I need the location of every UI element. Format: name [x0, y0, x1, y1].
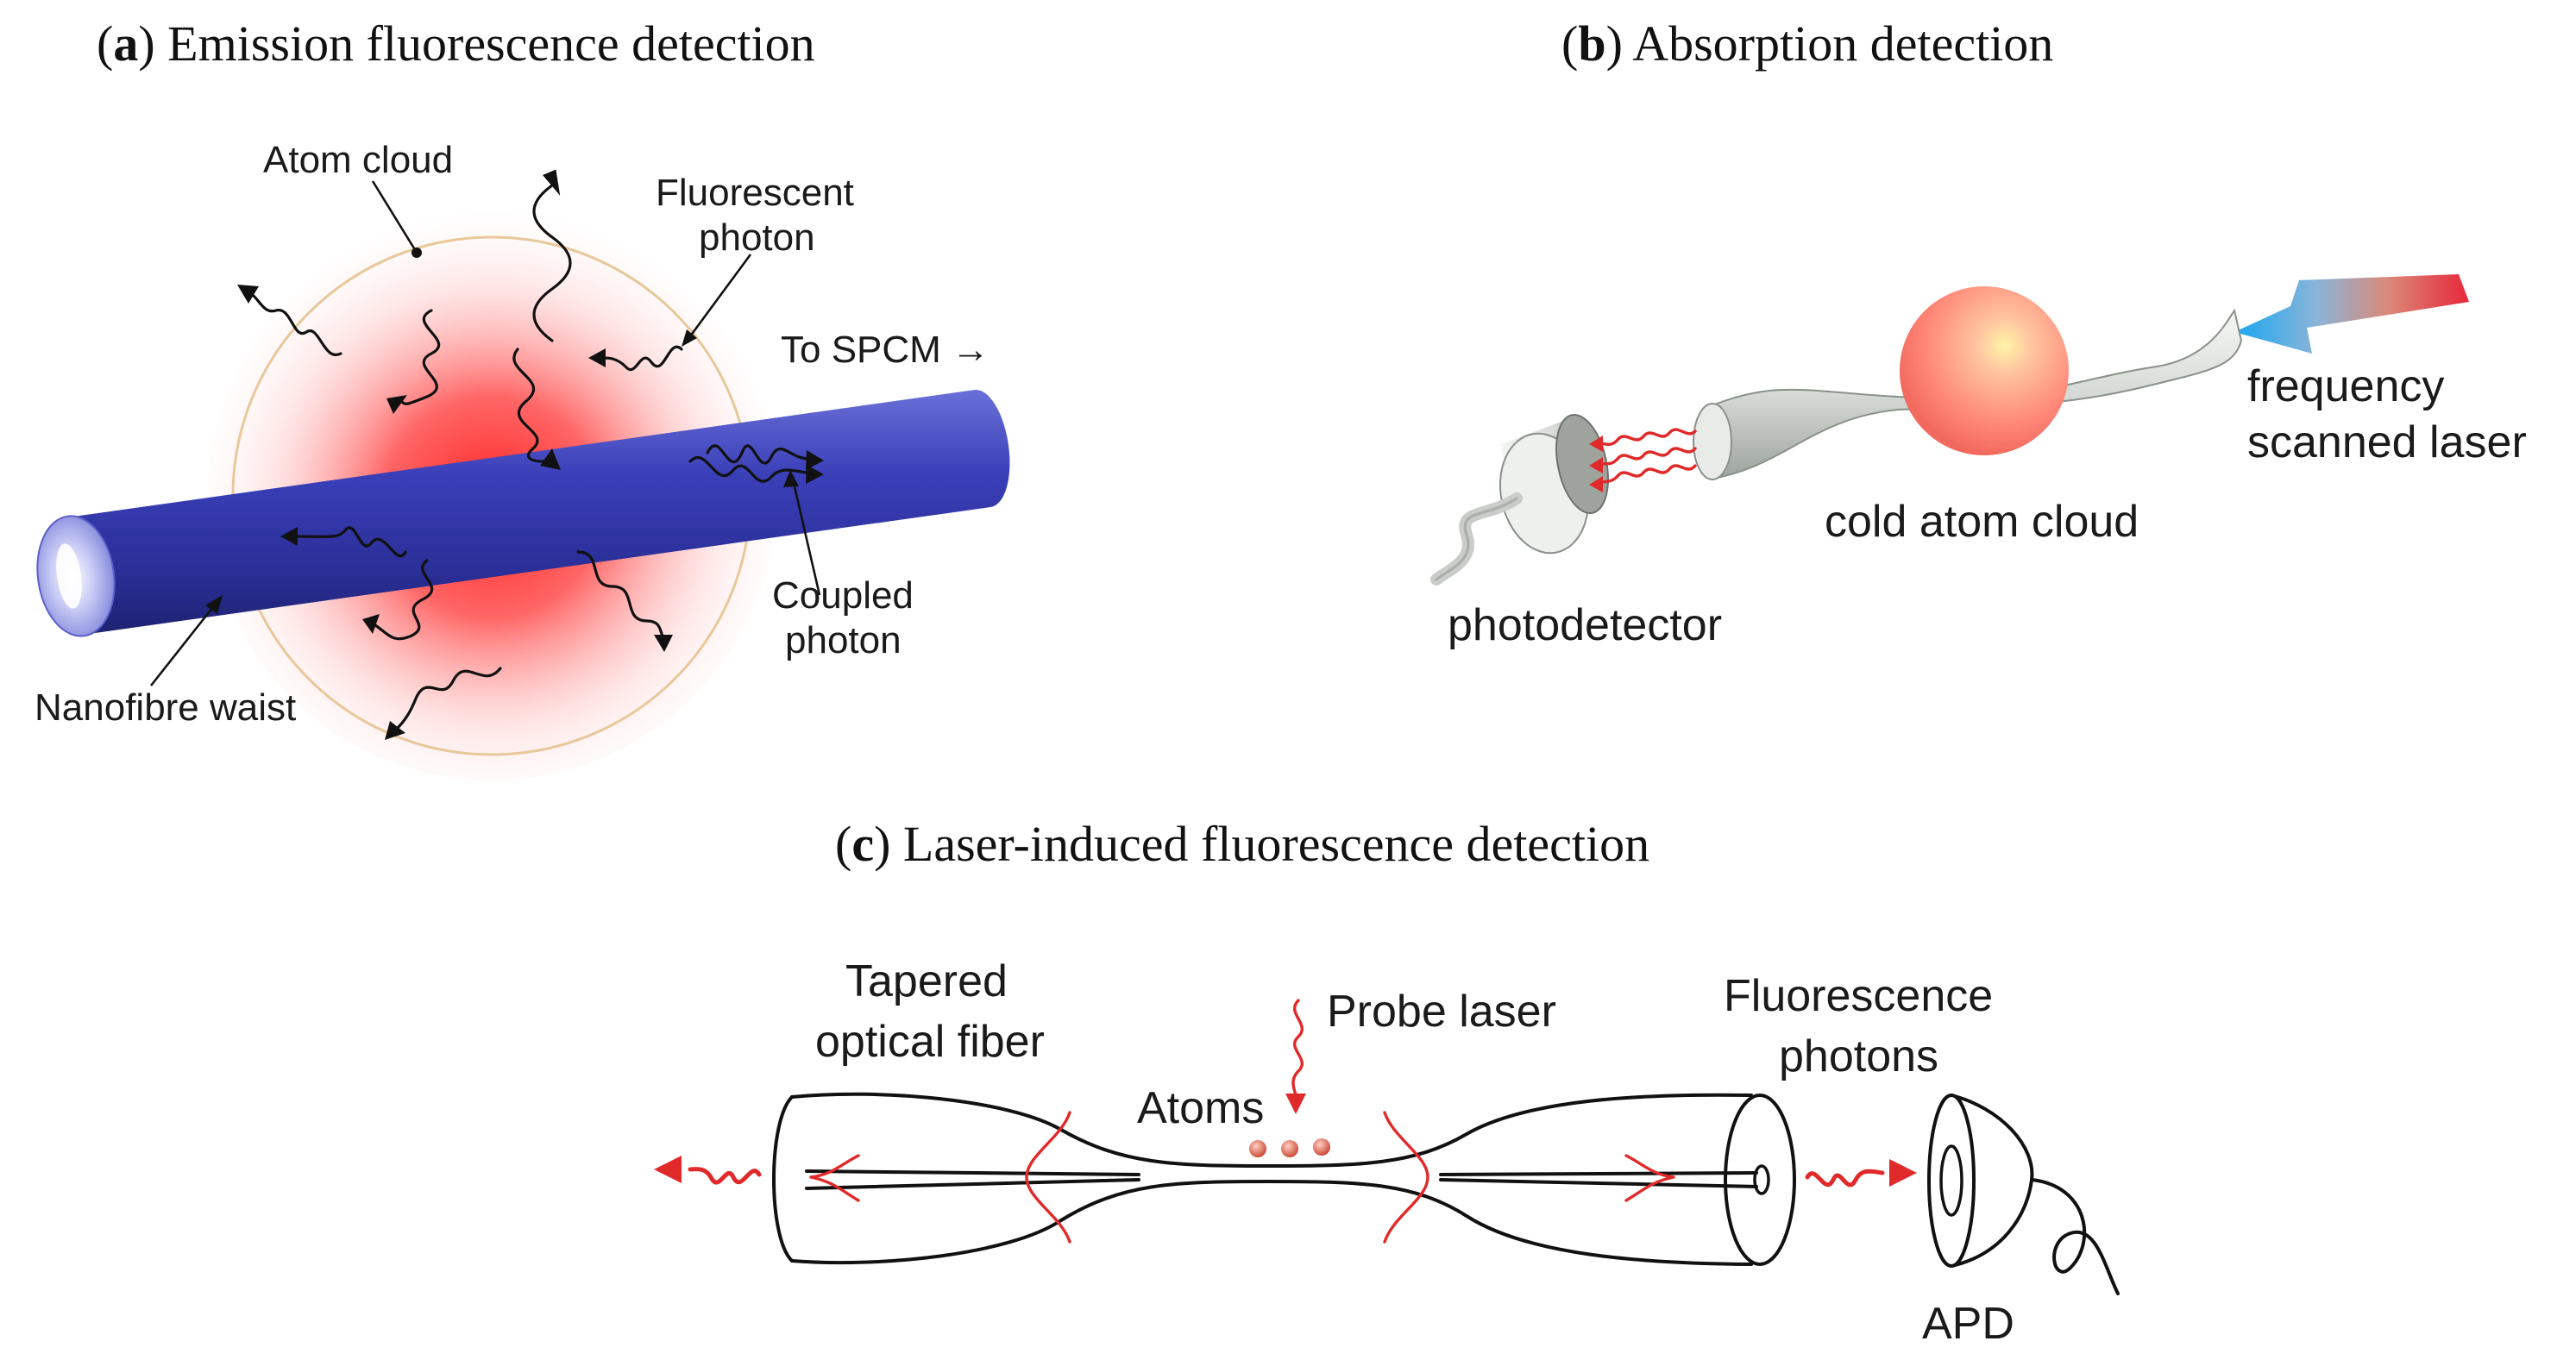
panel-b-title-text: Absorption detection	[1632, 16, 2053, 72]
panel-c-title-text: Laser-induced fluorescence detection	[903, 816, 1649, 872]
photon-arrow	[385, 721, 405, 740]
apd-label: APD	[1922, 1299, 2014, 1349]
coupled-photon-wave	[706, 444, 808, 465]
photon-arrow	[588, 348, 606, 367]
atom-cloud-label: Atom cloud	[263, 139, 453, 181]
photon-wave	[374, 559, 434, 641]
probe-laser-wave	[1291, 999, 1304, 1097]
tapered-fiber	[1693, 308, 2243, 480]
coupled-photon-leader-arrow	[783, 470, 799, 487]
photon-wave	[576, 550, 664, 638]
fluorescence-photons-label-2: photons	[1779, 1031, 1938, 1081]
tapered-fiber-label-1: Tapered	[845, 956, 1008, 1006]
photon-wave	[532, 184, 572, 342]
panel-a: (a) Emission fluorescence detection	[35, 16, 1010, 780]
cold-atom-cloud-label: cold atom cloud	[1825, 497, 2139, 547]
panel-c-tag: c	[851, 816, 874, 872]
panel-a-title-text: Emission fluorescence detection	[167, 16, 815, 72]
fluorescence-photon-wave	[1805, 1169, 1885, 1188]
fluorescence-photons-label-1: Fluorescence	[1724, 971, 1993, 1021]
photon-arrow	[540, 448, 561, 470]
photon-wave	[399, 309, 441, 405]
probe-laser-label: Probe laser	[1327, 987, 1556, 1037]
tapered-fiber-label-2: optical fiber	[815, 1017, 1045, 1067]
mode-profiles	[809, 1111, 1675, 1244]
panel-c-title: (c) Laser-induced fluorescence detection	[835, 816, 1649, 872]
photon-arrow	[237, 285, 259, 304]
photon-arrow	[362, 614, 380, 634]
fluorescent-photon-label-1: Fluorescent	[656, 172, 854, 214]
nanofibre-waist-label: Nanofibre waist	[35, 686, 296, 729]
fluorescent-photons	[237, 169, 824, 740]
atoms-label: Atoms	[1137, 1083, 1264, 1133]
photon-wave	[688, 456, 808, 483]
panel-b: (b) Absorption detection	[1430, 16, 2527, 650]
photodetector	[1430, 413, 1609, 586]
probe-laser-arrow	[1285, 1094, 1306, 1114]
photon-wave	[248, 291, 342, 357]
left-output-photon-arrow	[654, 1156, 682, 1183]
atom-cloud-leader	[371, 180, 416, 249]
photodetector-label: photodetector	[1448, 600, 1722, 650]
coupled-photon-arrow	[806, 450, 824, 470]
photon-wave	[602, 345, 683, 371]
atoms	[1249, 1138, 1330, 1157]
left-output-photon-wave	[688, 1167, 762, 1185]
photon-arrow	[806, 465, 824, 484]
apd-detector	[1927, 1094, 2120, 1295]
photon-wave	[512, 348, 545, 463]
laser-beam-arrow	[2234, 274, 2469, 354]
coupled-photon-label-1: Coupled	[772, 574, 914, 617]
panel-c: (c) Laser-induced fluorescence detection	[654, 816, 2120, 1349]
fluorescent-photon-label-2: photon	[699, 216, 815, 259]
atom-cloud-marker	[412, 248, 422, 258]
coupled-photon-leader	[792, 482, 821, 596]
cold-atom-cloud	[1900, 286, 2069, 455]
to-spcm-label: To SPCM →	[781, 329, 990, 371]
nanofibre-leader	[149, 603, 217, 686]
photon-wave	[395, 667, 502, 730]
photon-arrow	[280, 527, 298, 546]
transmitted-light-waves	[1589, 428, 1697, 492]
frequency-label-1: frequency	[2247, 361, 2444, 411]
panel-b-tag: b	[1578, 16, 1605, 72]
panel-a-title: (a) Emission fluorescence detection	[97, 16, 815, 72]
photon-arrow	[386, 395, 407, 414]
photon-arrow	[654, 635, 673, 652]
fluorescent-photon-leader-arrow	[682, 329, 697, 347]
photon-wave	[296, 526, 407, 558]
photon-arrow	[543, 169, 561, 196]
fluorescence-photon-arrow	[1889, 1159, 1917, 1187]
nanofibre-leader-arrow	[205, 595, 223, 614]
frequency-label-2: scanned laser	[2247, 417, 2527, 467]
tapered-optical-fiber	[772, 1092, 1796, 1266]
coupled-photon-label-2: photon	[785, 619, 902, 661]
panel-b-title: (b) Absorption detection	[1561, 16, 2053, 72]
fluorescent-photon-leader	[688, 254, 752, 337]
panel-a-tag: a	[113, 16, 138, 72]
